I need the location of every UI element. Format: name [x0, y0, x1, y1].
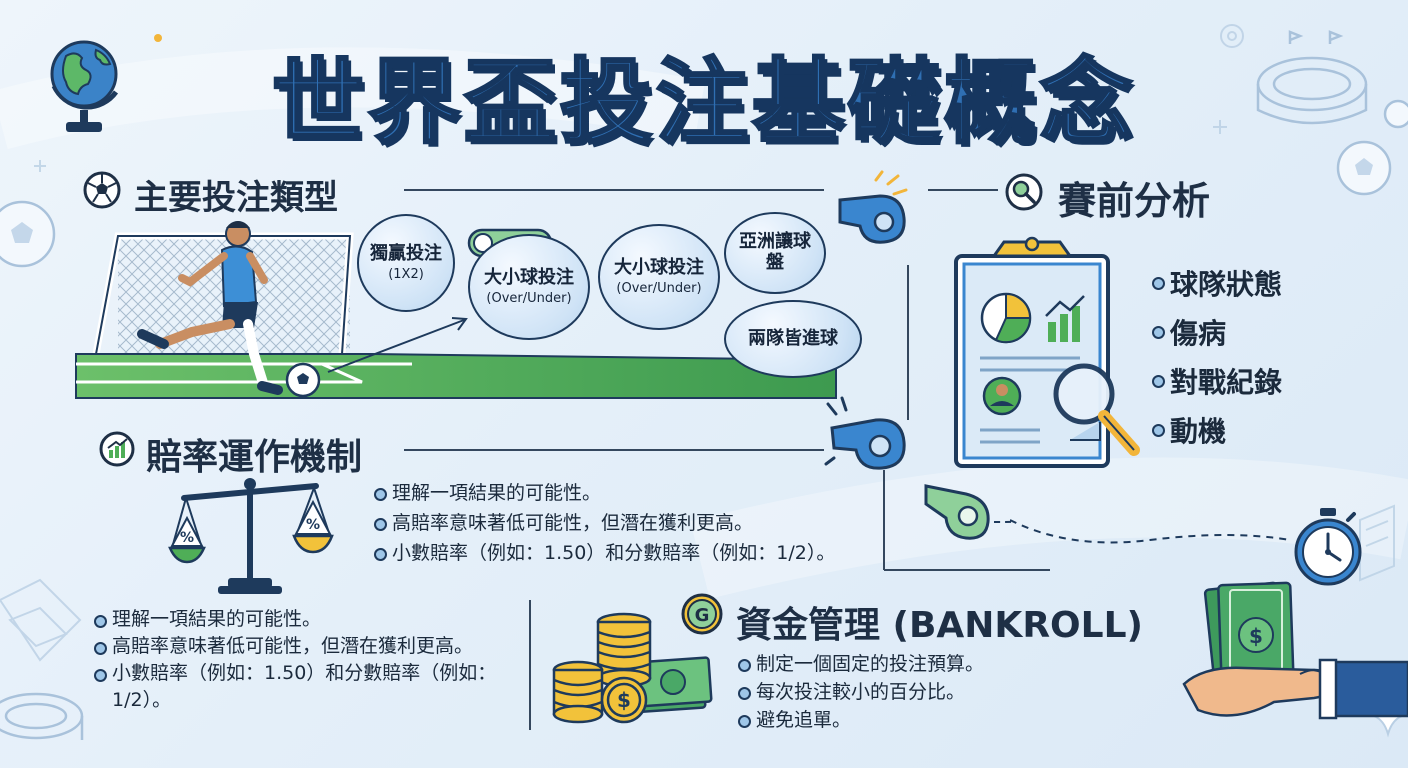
scale-percent-right: %: [306, 517, 320, 533]
scale-icon: % %: [168, 478, 334, 594]
odds-list-bottom: 理解一項結果的可能性。 高賠率意味著低可能性，但潛在獲利更高。 小數賠率（例如：…: [92, 606, 502, 714]
whistle-icon: [924, 484, 1016, 540]
analysis-list: 球隊狀態 傷病 對戰紀錄 動機: [1150, 260, 1282, 456]
soccer-ball-icon: [83, 171, 121, 209]
bankroll-list: 制定一個固定的投注預算。 每次投注較小的百分比。 避免追單。: [736, 650, 984, 734]
bet-type-bubble-over-under-a: 大小球投注 (Over/Under): [468, 234, 590, 340]
list-item: 每次投注較小的百分比。: [736, 678, 984, 706]
list-item: 動機: [1150, 407, 1282, 456]
clipboard-icon: [954, 236, 1140, 468]
bankroll-icon-letter: G: [695, 605, 710, 626]
whistle-icon: [824, 396, 906, 470]
list-item: 避免追單。: [736, 706, 984, 734]
page-title: 世界盃投注基礎概念: [270, 48, 1136, 158]
list-item: 理解一項結果的可能性。: [92, 606, 502, 633]
bill-dollar-symbol: $: [1249, 624, 1263, 648]
odds-heading: 賠率運作機制: [146, 437, 363, 478]
list-item: 小數賠率（例如：1.50）和分數賠率（例如：1/2）。: [372, 538, 860, 568]
bet-type-bubble-asian-handicap: 亞洲讓球盤: [724, 212, 826, 294]
list-item: 對戰紀錄: [1150, 358, 1282, 407]
list-item: 理解一項結果的可能性。: [372, 478, 860, 508]
cash-hand-icon: $: [1182, 581, 1408, 720]
scale-percent-left: %: [180, 530, 194, 546]
globe-icon: [50, 40, 119, 132]
list-item: 高賠率意味著低可能性，但潛在獲利更高。: [92, 633, 502, 660]
analysis-rule: [928, 189, 998, 191]
list-item: 高賠率意味著低可能性，但潛在獲利更高。: [372, 508, 860, 538]
bet-type-bubble-over-under-b: 大小球投注 (Over/Under): [598, 224, 720, 330]
coin-dollar-symbol: $: [617, 688, 631, 712]
player-figure: [137, 221, 283, 395]
dashed-path: [1010, 519, 1291, 544]
bet-type-bubble-btts: 兩隊皆進球: [724, 300, 862, 378]
list-item: 制定一個固定的投注預算。: [736, 650, 984, 678]
bankroll-icon: G: [681, 593, 723, 635]
goal-illustration: [75, 221, 837, 399]
chart-icon: [99, 431, 135, 467]
magnifier-icon: [1005, 173, 1043, 211]
odds-list-top: 理解一項結果的可能性。 高賠率意味著低可能性，但潛在獲利更高。 小數賠率（例如：…: [372, 478, 860, 568]
stadium-icon: [0, 30, 1368, 740]
list-item: 小數賠率（例如：1.50）和分數賠率（例如：1/2）。: [92, 660, 502, 714]
stopwatch-icon: [1294, 508, 1362, 586]
bet-type-bubble-1x2: 獨贏投注 (1X2): [357, 214, 455, 312]
bankroll-heading: 資金管理 (BANKROLL): [736, 605, 1143, 646]
list-item: 傷病: [1150, 309, 1282, 358]
coins-icon: $: [552, 612, 713, 724]
list-item: 球隊狀態: [1150, 260, 1282, 309]
analysis-heading: 賽前分析: [1058, 179, 1211, 223]
bet-types-heading: 主要投注類型: [134, 178, 338, 218]
whistle-icon: [838, 170, 908, 244]
odds-rule: [404, 449, 824, 451]
bet-types-rule: [404, 189, 824, 191]
